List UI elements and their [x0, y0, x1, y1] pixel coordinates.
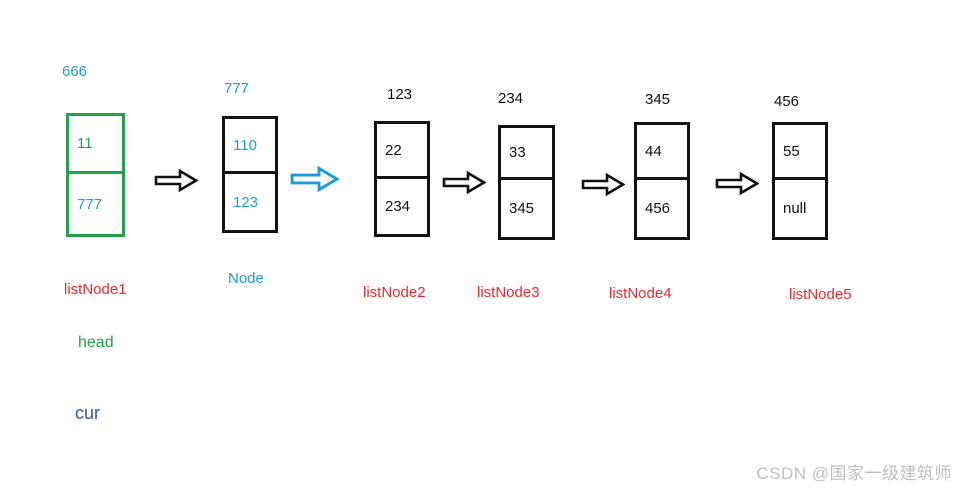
- pointer-head: head: [78, 334, 114, 351]
- address-above-listnode4: 345: [645, 91, 671, 108]
- next-arrow-5-icon: [715, 171, 760, 196]
- caption-listnode4: listNode4: [609, 285, 672, 302]
- listnode5-next-pointer: null: [783, 200, 807, 217]
- listnode5-box: 55 null: [772, 122, 828, 240]
- listnode4-value-cell: 44: [637, 125, 687, 180]
- node-value-cell: 110: [225, 119, 275, 174]
- caption-listnode2: listNode2: [363, 284, 426, 301]
- address-above-node: 777: [224, 80, 250, 97]
- listnode2-value: 22: [385, 141, 402, 159]
- listnode2-next-cell: 234: [377, 179, 427, 234]
- listnode5-next-cell: null: [775, 180, 825, 237]
- listnode4-next-cell: 456: [637, 180, 687, 237]
- listnode3-value: 33: [509, 144, 526, 161]
- address-above-listnode1: 666: [62, 63, 88, 80]
- node-next-cell: 123: [225, 174, 275, 230]
- caption-node: Node: [228, 270, 264, 287]
- listnode1-box: 11 777: [66, 113, 125, 237]
- watermark: CSDN @国家一级建筑师: [756, 464, 952, 483]
- listnode3-next-cell: 345: [501, 180, 552, 237]
- node-value: 110: [233, 136, 257, 154]
- caption-listnode3: listNode3: [477, 284, 540, 301]
- listnode1-value-cell: 11: [69, 116, 122, 174]
- listnode4-value: 44: [645, 142, 662, 160]
- next-arrow-4-icon: [581, 172, 626, 197]
- listnode1-value: 11: [77, 135, 93, 152]
- listnode2-value-cell: 22: [377, 124, 427, 179]
- listnode4-box: 44 456: [634, 122, 690, 240]
- node-box: 110 123: [222, 116, 278, 233]
- next-arrow-1-icon: [154, 168, 199, 193]
- pointer-cur: cur: [75, 403, 101, 423]
- next-arrow-2-icon: [289, 165, 340, 193]
- node-next-pointer: 123: [233, 193, 259, 211]
- listnode4-next-pointer: 456: [645, 200, 671, 217]
- listnode2-next-pointer: 234: [385, 198, 411, 215]
- listnode2-box: 22 234: [374, 121, 430, 237]
- address-above-listnode5: 456: [774, 93, 800, 110]
- listnode3-box: 33 345: [498, 125, 555, 240]
- address-above-listnode2: 123: [387, 86, 413, 103]
- next-arrow-3-icon: [442, 170, 487, 195]
- listnode3-next-pointer: 345: [509, 200, 535, 217]
- listnode3-value-cell: 33: [501, 128, 552, 180]
- listnode5-value: 55: [783, 142, 800, 160]
- caption-listnode1: listNode1: [64, 281, 127, 298]
- address-above-listnode3: 234: [498, 90, 524, 107]
- listnode1-next-cell: 777: [69, 174, 122, 234]
- caption-listnode5: listNode5: [789, 286, 852, 303]
- listnode1-next-pointer: 777: [77, 195, 103, 213]
- listnode5-value-cell: 55: [775, 125, 825, 180]
